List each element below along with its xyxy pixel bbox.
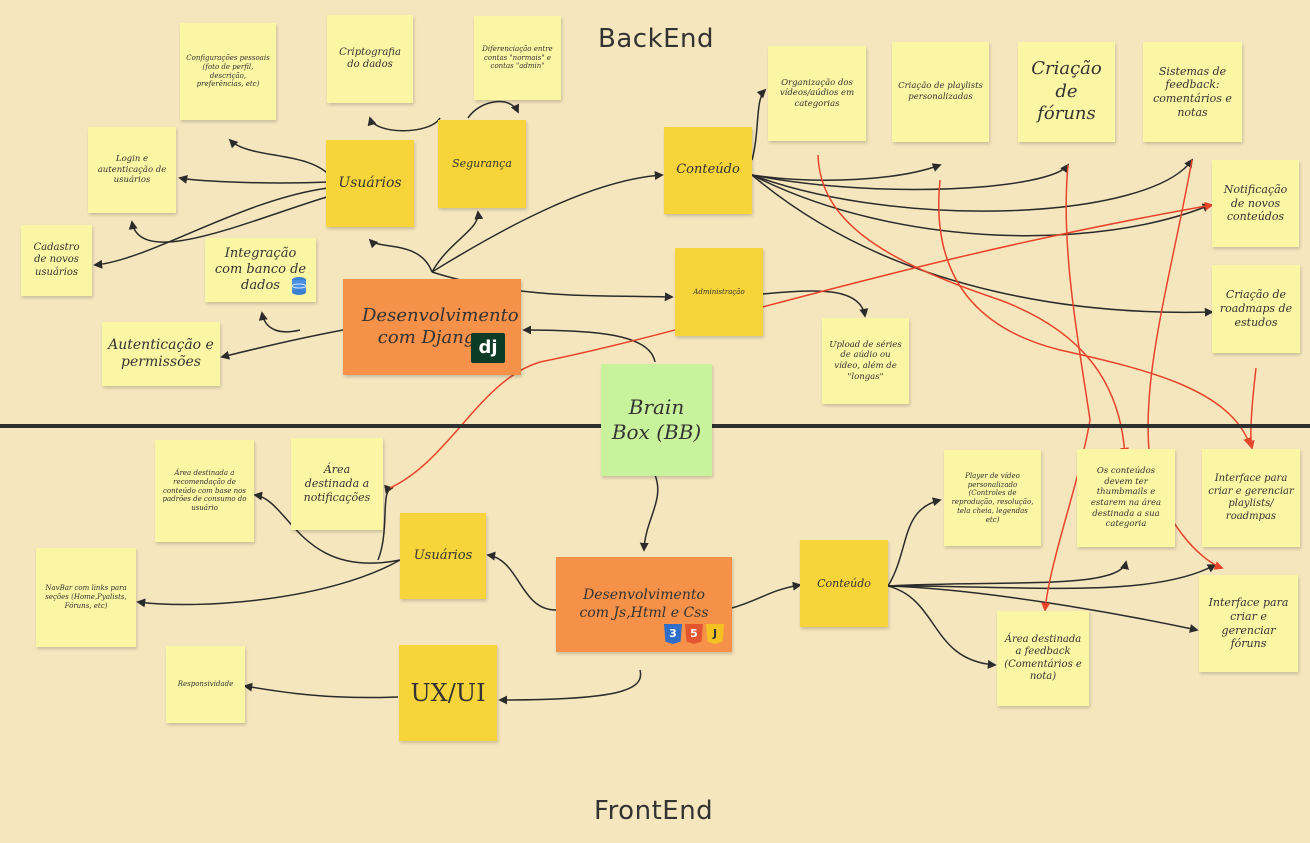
connector: [887, 497, 942, 587]
note-diferenciacao[interactable]: Diferenciação entre contas "normais" e c…: [474, 16, 561, 100]
connector: [220, 329, 344, 360]
note-playlists[interactable]: Criação de playlists personalizadas: [892, 42, 989, 142]
note-navbar[interactable]: NavBar com links para seções (Home,Pyali…: [36, 548, 136, 647]
connector: [522, 325, 656, 363]
connector: [731, 581, 802, 609]
connector: [761, 290, 869, 318]
connector: [887, 560, 1129, 587]
connector: [887, 585, 1199, 633]
integracao-label: Integração com banco de dados: [214, 245, 307, 294]
connector: [498, 669, 642, 705]
note-usuarios-backend[interactable]: Usuários: [326, 140, 414, 227]
connector-red: [389, 201, 1214, 489]
connector-red: [1245, 367, 1257, 450]
tech-icons: 3 5 J: [664, 624, 724, 644]
connector: [751, 88, 767, 161]
connector: [228, 138, 333, 179]
django-icon: dj: [471, 333, 505, 363]
connector: [887, 564, 1217, 590]
note-roadmaps[interactable]: Criação de roadmaps de estudos: [1212, 265, 1300, 353]
connector: [887, 585, 997, 669]
note-uxui[interactable]: UX/UI: [399, 645, 497, 741]
note-player[interactable]: Player de vídeo personalizado (Controles…: [944, 450, 1041, 546]
note-integracao[interactable]: Integração com banco de dados: [205, 238, 316, 302]
connector: [377, 484, 394, 561]
connector: [751, 158, 1194, 212]
connector-red: [817, 154, 1130, 457]
note-config-pessoais[interactable]: Configurações pessoais (foto de perfil, …: [180, 23, 276, 120]
note-upload[interactable]: Upload de séries de aúdio ou vídeo, além…: [822, 318, 909, 404]
note-brainbox[interactable]: Brain Box (BB): [601, 364, 712, 476]
note-area-notificacoes[interactable]: Área destinada a notificações: [291, 438, 383, 530]
dev-js-label: Desenvolvimento com Js,Html e Css: [579, 587, 709, 621]
connector: [431, 171, 664, 273]
note-notificacao[interactable]: Notificação de novos conteúdos: [1212, 160, 1299, 247]
note-organizacao[interactable]: Organização dos vídeos/aúdios em categor…: [768, 46, 866, 141]
connector: [639, 474, 659, 552]
connector: [258, 311, 301, 333]
note-conteudo-frontend[interactable]: Conteúdo: [800, 540, 888, 627]
backend-title: BackEnd: [598, 24, 715, 54]
note-recomendacao[interactable]: Área destinada a recomendação de conteúd…: [155, 440, 254, 542]
connector: [486, 551, 557, 611]
note-foruns[interactable]: Criação de fóruns: [1018, 42, 1115, 142]
html-icon: 5: [685, 624, 703, 644]
connector-red: [1147, 159, 1224, 570]
note-thumbnails[interactable]: Os conteúdos devem ter thumbmails e esta…: [1077, 449, 1175, 547]
dev-django-label: Desenvolvimento com Django: [362, 304, 519, 349]
note-login[interactable]: Login e autenticação de usuários: [88, 127, 176, 213]
js-icon: J: [706, 624, 724, 644]
note-responsividade[interactable]: Responsividade: [166, 646, 245, 723]
css-icon: 3: [664, 624, 682, 644]
note-seguranca[interactable]: Segurança: [438, 120, 526, 208]
note-autenticacao[interactable]: Autenticação e permissões: [102, 322, 220, 386]
connector-red: [1041, 164, 1091, 612]
connector: [136, 559, 401, 608]
connector: [751, 163, 1070, 191]
connector: [253, 491, 401, 564]
note-cadastro[interactable]: Cadastro de novos usuários: [21, 225, 92, 296]
connector: [467, 100, 519, 119]
connector-red: [938, 179, 1252, 447]
connector: [368, 238, 433, 273]
frontend-title: FrontEnd: [594, 796, 714, 826]
database-icon: [291, 277, 307, 295]
connector: [243, 682, 399, 699]
note-usuarios-frontend[interactable]: Usuários: [400, 513, 486, 599]
connector: [93, 187, 329, 269]
note-feedback-system[interactable]: Sistemas de feedback: comentários e nota…: [1143, 42, 1242, 142]
note-administracao[interactable]: Administração: [675, 248, 763, 336]
note-dev-js[interactable]: Desenvolvimento com Js,Html e Css 3 5 J: [556, 557, 732, 652]
note-interface-playlists[interactable]: Interface para criar e gerenciar playlis…: [1202, 449, 1300, 547]
connector: [367, 116, 441, 132]
connector: [178, 174, 331, 184]
note-interface-foruns[interactable]: Interface para criar e gerenciar fóruns: [1199, 575, 1298, 672]
note-conteudo-backend[interactable]: Conteúdo: [664, 127, 752, 214]
connector: [431, 210, 484, 273]
note-criptografia[interactable]: Criptografia do dados: [327, 15, 413, 103]
note-area-feedback[interactable]: Área destinada a feedback (Comentários e…: [997, 611, 1089, 706]
connector: [128, 195, 331, 243]
connector: [751, 174, 1212, 237]
connector: [751, 163, 942, 181]
note-dev-django[interactable]: Desenvolvimento com Django dj: [343, 279, 521, 375]
